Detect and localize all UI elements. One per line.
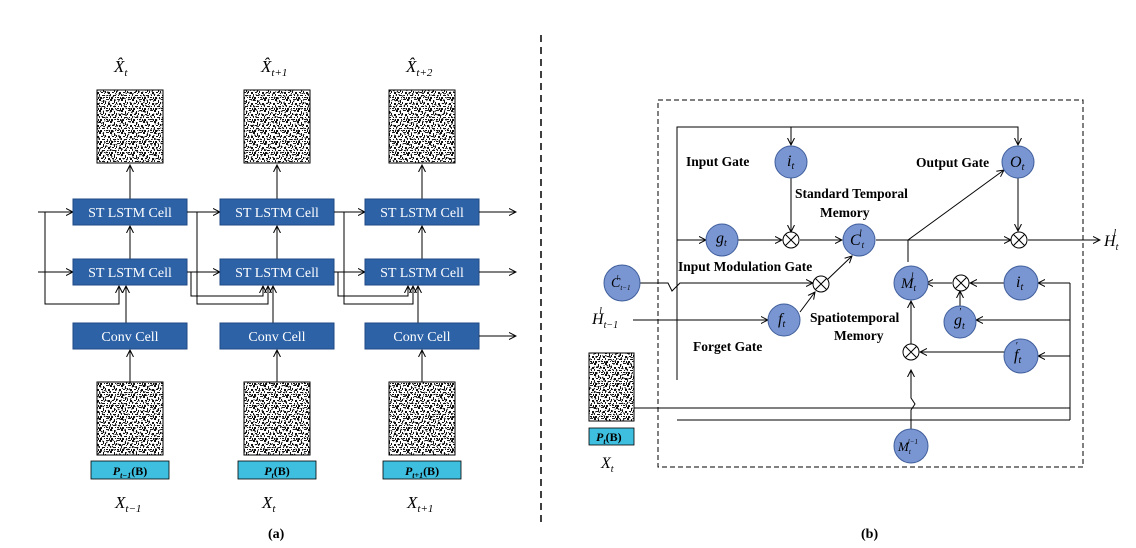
node-g: gt xyxy=(705,223,739,257)
memory-flow-line xyxy=(343,212,413,305)
svg-text:Conv Cell: Conv Cell xyxy=(248,330,305,345)
conv-cell: Conv Cell xyxy=(72,322,188,350)
svg-text:gt′: gt′ xyxy=(954,307,965,332)
predicted-output-image xyxy=(96,89,164,164)
line-c-to-o xyxy=(907,170,1004,241)
svg-text:Pt−1(B): Pt−1(B) xyxy=(113,464,147,480)
line-mprev-to-mult xyxy=(911,370,916,430)
label-output-gate: Output Gate xyxy=(916,155,989,170)
conv-cell: Conv Cell xyxy=(364,322,480,350)
st-lstm-cell-top: ST LSTM Cell xyxy=(219,198,335,226)
svg-text:gt: gt xyxy=(716,230,727,249)
predicted-output-image xyxy=(388,89,456,164)
node-g-prime: gt′ xyxy=(943,305,977,339)
node-f: ft xyxy=(767,303,801,337)
st-lstm-cell-top: ST LSTM Cell xyxy=(72,198,188,226)
node-i-prime: it xyxy=(1003,265,1039,301)
svg-text:it: it xyxy=(787,153,794,172)
node-o: Ot xyxy=(1001,145,1035,179)
svg-text:Ot: Ot xyxy=(1010,154,1025,173)
node-i: it xyxy=(774,145,808,179)
h-input-label: Ht−1l xyxy=(591,306,618,331)
h-output-label: Htl xyxy=(1103,228,1119,253)
input-pattern-image xyxy=(588,352,635,422)
conv-cell: Conv Cell xyxy=(219,322,335,350)
st-lstm-cell-bottom: ST LSTM Cell xyxy=(72,258,188,286)
svg-text:ST LSTM Cell: ST LSTM Cell xyxy=(88,266,172,281)
caption-b: (b) xyxy=(861,527,878,542)
svg-text:Ctl: Ctl xyxy=(850,228,865,250)
st-lstm-cell-top: ST LSTM Cell xyxy=(364,198,480,226)
line-cprev-to-mult xyxy=(640,283,813,292)
input-frame-image xyxy=(96,381,164,456)
svg-text:Pt(B): Pt(B) xyxy=(596,430,622,446)
pattern-label: Pt−1(B) xyxy=(90,460,170,480)
left-feedback-line xyxy=(44,212,119,305)
multiply-node xyxy=(1010,231,1028,249)
node-m-prev: Mtl−1 xyxy=(893,428,929,464)
input-x-label: Xt+1 xyxy=(406,493,433,515)
svg-text:ST LSTM Cell: ST LSTM Cell xyxy=(380,266,464,281)
svg-text:ST LSTM Cell: ST LSTM Cell xyxy=(235,266,319,281)
memory-flow-line-2 xyxy=(337,272,408,297)
svg-text:Ct−1l: Ct−1l xyxy=(611,274,631,292)
input-x-label: Xt xyxy=(600,455,614,475)
pattern-label: Pt(B) xyxy=(237,460,317,480)
multiply-node xyxy=(952,274,970,292)
predicted-output-image xyxy=(243,89,311,164)
output-label: X̂t xyxy=(113,57,128,79)
line-forget-to-c xyxy=(827,256,852,280)
label-standard-temporal: Standard Temporal xyxy=(795,186,908,201)
node-c-prev: Ct−1l xyxy=(603,264,641,302)
svg-text:ST LSTM Cell: ST LSTM Cell xyxy=(235,206,319,221)
st-lstm-cell-bottom: ST LSTM Cell xyxy=(219,258,335,286)
node-c: Ctl xyxy=(842,223,876,257)
multiply-node xyxy=(902,343,920,361)
label-input-gate: Input Gate xyxy=(686,154,749,169)
label-standard-temporal-memory: Memory xyxy=(820,205,870,220)
memory-flow-line xyxy=(196,212,268,305)
svg-text:Conv Cell: Conv Cell xyxy=(101,330,158,345)
svg-text:Conv Cell: Conv Cell xyxy=(393,330,450,345)
caption-a: (a) xyxy=(268,527,285,542)
input-frame-image xyxy=(243,381,311,456)
multiply-node xyxy=(812,275,830,293)
output-label: X̂t+1 xyxy=(260,57,287,79)
st-lstm-cell-bottom: ST LSTM Cell xyxy=(364,258,480,286)
label-spatiotemporal-memory: Memory xyxy=(834,328,884,343)
node-f-prime: ft′ xyxy=(1003,338,1039,374)
svg-text:ST LSTM Cell: ST LSTM Cell xyxy=(380,206,464,221)
label-forget-gate: Forget Gate xyxy=(693,339,762,354)
output-label: X̂t+2 xyxy=(405,57,433,79)
node-m: Mtl xyxy=(893,265,929,301)
line-f-to-mult xyxy=(799,292,815,313)
svg-text:it: it xyxy=(1016,274,1023,293)
svg-text:ST LSTM Cell: ST LSTM Cell xyxy=(88,206,172,221)
svg-text:Mtl: Mtl xyxy=(900,271,917,293)
svg-text:Pt+1(B): Pt+1(B) xyxy=(405,464,439,480)
svg-text:ft′: ft′ xyxy=(1014,341,1021,366)
pattern-label: Pt+1(B) xyxy=(382,460,462,480)
panel-b: it Ot gt Ctl Ct−1l ft Mtl it xyxy=(588,99,1119,542)
input-frame-image xyxy=(388,381,456,456)
input-x-label: Xt−1 xyxy=(114,493,141,515)
svg-text:Mtl−1: Mtl−1 xyxy=(897,438,918,456)
label-input-modulation-gate: Input Modulation Gate xyxy=(678,259,812,274)
svg-text:ft: ft xyxy=(778,311,785,330)
memory-flow-line-2 xyxy=(190,272,263,297)
svg-text:Pt(B): Pt(B) xyxy=(264,464,290,480)
top-input-bus xyxy=(676,126,1018,380)
multiply-node xyxy=(782,231,800,249)
pattern-label: Pt(B) xyxy=(588,427,635,446)
label-spatiotemporal: Spatiotemporal xyxy=(810,310,899,325)
input-x-label: Xt xyxy=(261,493,276,515)
